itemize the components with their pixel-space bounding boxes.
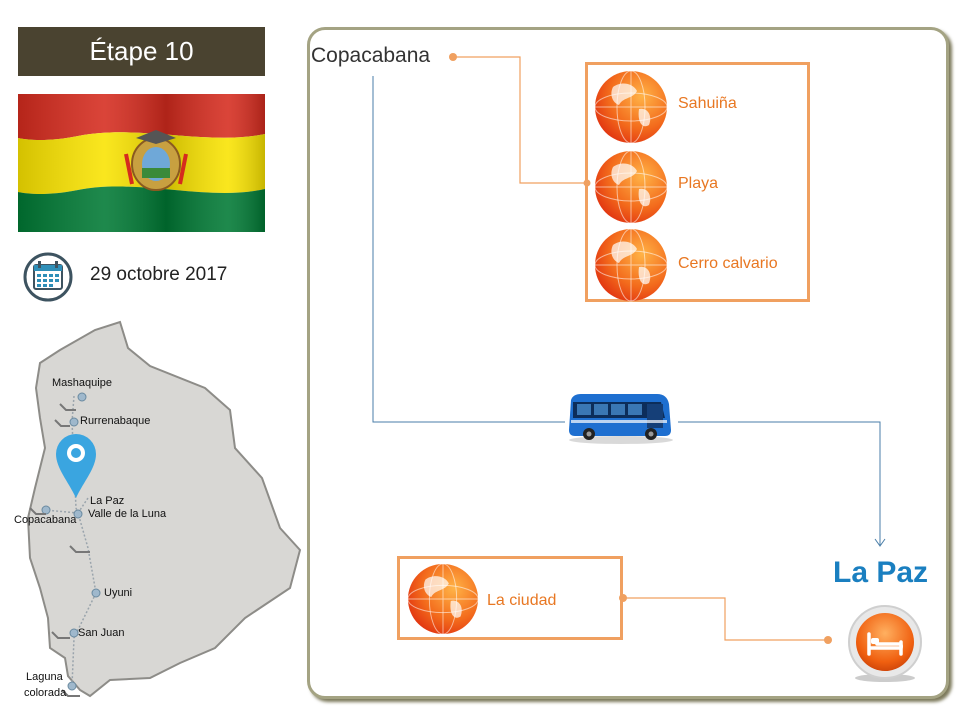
map-label-valle-de-la-luna: Valle de la Luna <box>88 508 167 520</box>
map-label-la-paz: La Paz <box>90 495 125 507</box>
page-title-text: Étape 10 <box>89 36 194 66</box>
map-label-copacabana: Copacabana <box>14 514 77 526</box>
map-label-colorada: colorada <box>24 687 67 699</box>
bed-icon <box>845 604 925 684</box>
destination-visits-box: La ciudad <box>397 556 623 640</box>
map-label-rurrenabaque: Rurrenabaque <box>80 415 151 427</box>
calendar-icon <box>20 252 76 302</box>
destination-label: La Paz <box>833 556 929 589</box>
page-title: Étape 10 <box>18 27 265 76</box>
bolivia-route-map: Mashaquipe Rurrenabaque La Paz Valle de … <box>0 318 310 708</box>
origin-label: Copacabana <box>311 44 431 67</box>
map-label-laguna: Laguna <box>26 671 63 683</box>
origin-visits-box: Sahuiña Playa Cerro calvario <box>585 62 810 302</box>
visit-cerro-calvario: Cerro calvario <box>678 255 778 272</box>
globe-icon <box>593 227 669 303</box>
trip-date: 29 octobre 2017 <box>90 264 228 285</box>
map-label-san-juan: San Juan <box>78 627 125 639</box>
globe-icon <box>593 69 669 145</box>
map-label-mashaquipe: Mashaquipe <box>52 377 112 389</box>
bolivia-flag-image <box>18 94 265 232</box>
map-label-uyuni: Uyuni <box>104 587 133 599</box>
bus-icon <box>565 390 677 446</box>
visit-la-ciudad: La ciudad <box>487 592 557 609</box>
visit-playa: Playa <box>678 175 719 192</box>
globe-icon <box>406 562 480 636</box>
globe-icon <box>593 149 669 225</box>
visit-sahuina: Sahuiña <box>678 95 737 112</box>
